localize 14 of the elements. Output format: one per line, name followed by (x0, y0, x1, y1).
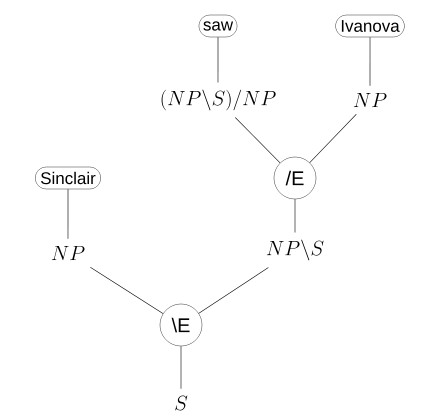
connector-line (198, 267, 269, 314)
connector-line (234, 117, 280, 164)
word-box: Ivanova (335, 14, 405, 38)
category-label: $NP$ (354, 92, 387, 108)
connector-line (90, 266, 164, 314)
category-label: $S$ (175, 396, 188, 410)
connector-line (294, 198, 296, 233)
category-label: $(NP\backslash S)/NP$ (162, 90, 276, 110)
word-box: Sinclair (35, 166, 101, 190)
category-label: $NP\backslash S$ (266, 240, 324, 260)
connector-line (309, 114, 357, 164)
word-box: saw (198, 14, 238, 38)
category-label: $NP$ (52, 246, 85, 260)
connector-line (180, 346, 182, 390)
